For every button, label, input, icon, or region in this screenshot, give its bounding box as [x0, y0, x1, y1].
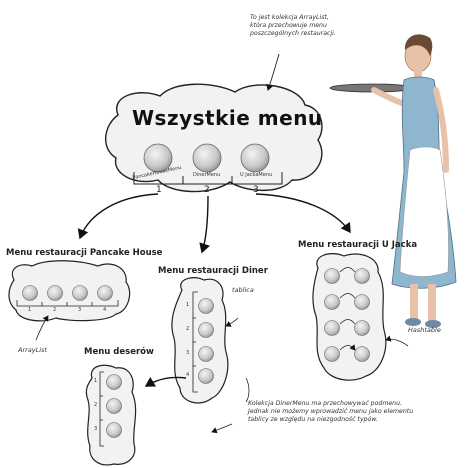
- main-index-3: 3: [253, 185, 259, 195]
- main-plate-3: [241, 144, 269, 172]
- desserts-index-1: 1: [94, 378, 97, 384]
- jacka-title: Menu restauracji U Jacka: [298, 240, 417, 250]
- pancake-index-4: 4: [103, 307, 106, 313]
- diner-title: Menu restauracji Diner: [158, 266, 268, 276]
- diner-cloud-shape: [172, 278, 228, 403]
- annotation-top-line3: poszczególnych restauracji.: [250, 30, 370, 38]
- pancake-index-3: 3: [78, 307, 81, 313]
- jacka-cloud-shape: [313, 254, 386, 381]
- main-item-label-2: DinerMenu: [193, 172, 220, 178]
- desserts-index-3: 3: [94, 426, 97, 432]
- diner-index-1: 1: [186, 302, 189, 308]
- pancake-index-1: 1: [28, 307, 31, 313]
- desserts-title: Menu deserów: [84, 347, 154, 357]
- pancake-title: Menu restauracji Pancake House: [6, 248, 162, 258]
- annotation-top: To jest kolekcja ArrayList, która przech…: [250, 14, 370, 39]
- pancake-caption: ArrayList: [18, 346, 47, 354]
- main-item-label-3: U JackaMenu: [240, 172, 272, 178]
- main-cloud-title: Wszystkie menu: [132, 106, 323, 130]
- diner-index-4: 4: [186, 372, 189, 378]
- main-index-1: 1: [156, 185, 162, 195]
- main-plate-2: [193, 144, 221, 172]
- diner-caption: tablica: [232, 286, 254, 294]
- jacka-caption: Hashtable: [408, 326, 441, 334]
- pancake-index-2: 2: [53, 307, 56, 313]
- desserts-index-2: 2: [94, 402, 97, 408]
- main-index-2: 2: [204, 185, 210, 195]
- diner-index-3: 3: [186, 350, 189, 356]
- diner-index-2: 2: [186, 326, 189, 332]
- annotation-top-line1: To jest kolekcja ArrayList,: [250, 14, 370, 22]
- annotation-bottom: Kolekcja DinerMenu ma przechowywać podme…: [248, 400, 468, 425]
- annotation-bottom-line3: tablicy ze względu na niezgodność typów.: [248, 416, 468, 424]
- annotation-bottom-line1: Kolekcja DinerMenu ma przechowywać podme…: [248, 400, 468, 408]
